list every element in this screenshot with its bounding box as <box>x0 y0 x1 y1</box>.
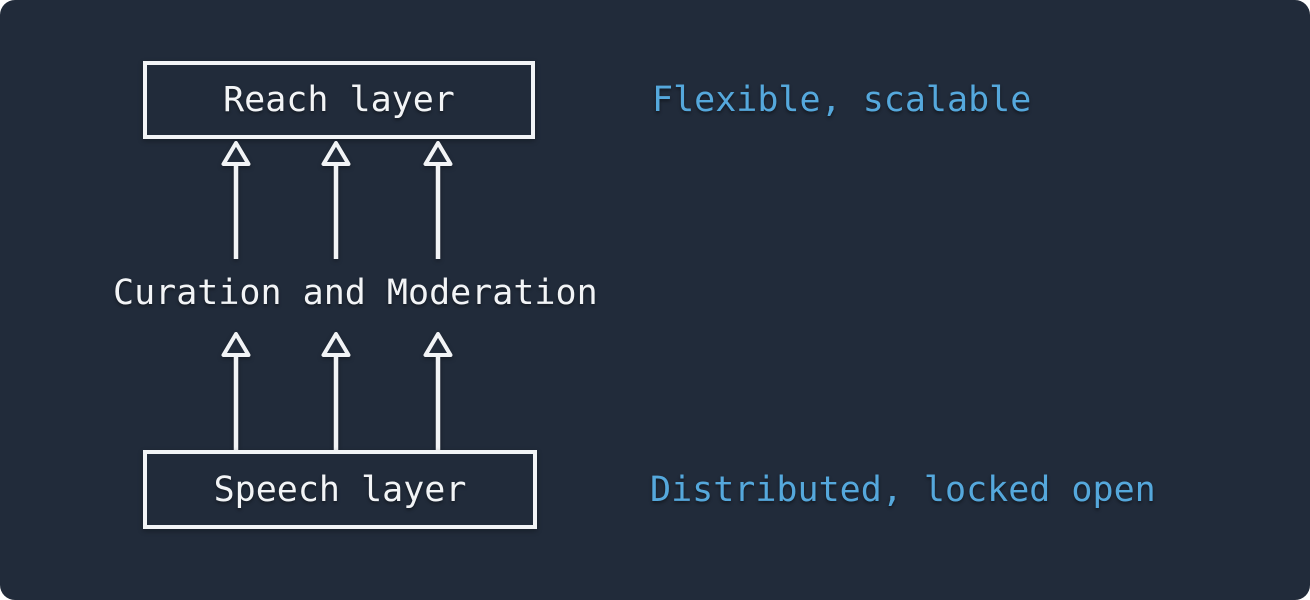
speech-layer-label: Speech layer <box>213 469 467 510</box>
up-arrow-icon <box>423 141 453 259</box>
up-arrow-icon <box>221 141 251 259</box>
speech-layer-annotation: Distributed, locked open <box>650 450 1156 529</box>
reach-layer-box: Reach layer <box>143 61 535 139</box>
reach-layer-annotation: Flexible, scalable <box>652 61 1031 139</box>
reach-annotation-text: Flexible, scalable <box>652 80 1032 120</box>
up-arrow-icon <box>321 332 351 450</box>
up-arrow-icon <box>423 332 453 450</box>
speech-layer-box: Speech layer <box>143 450 537 529</box>
curation-moderation-label: Curation and Moderation <box>113 273 598 313</box>
speech-annotation-text: Distributed, locked open <box>650 469 1156 510</box>
up-arrow-icon <box>221 332 251 450</box>
reach-layer-label: Reach layer <box>223 80 455 120</box>
up-arrow-icon <box>321 141 351 259</box>
